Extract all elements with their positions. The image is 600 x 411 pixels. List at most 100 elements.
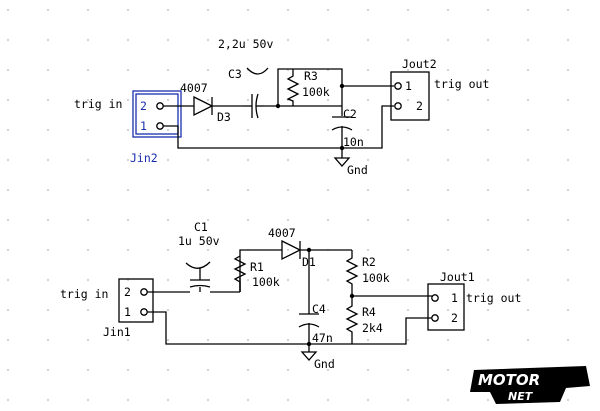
grid-dot <box>7 9 9 11</box>
grid-dot <box>407 99 409 101</box>
grid-dot <box>327 369 329 371</box>
grid-dot <box>327 339 329 341</box>
grid-dot <box>167 9 169 11</box>
grid-dot <box>327 189 329 191</box>
circuit-bottom: 2 1 Jin1 trig in C1 1u 50v <box>60 220 521 371</box>
resistor-r1: R1 100k <box>233 255 280 292</box>
r2-value-label: 100k <box>362 271 390 285</box>
grid-dot <box>367 9 369 11</box>
grid-dot <box>127 189 129 191</box>
jout2-signal-label: trig out <box>434 77 489 91</box>
grid-dot <box>167 219 169 221</box>
grid-dot <box>247 219 249 221</box>
grid-dot <box>567 189 569 191</box>
grid-dot <box>127 39 129 41</box>
grid-dot <box>127 159 129 161</box>
jout1-signal-label: trig out <box>466 291 521 305</box>
grid-dot <box>87 9 89 11</box>
grid-dot <box>207 99 209 101</box>
grid-dot <box>127 339 129 341</box>
grid-dot <box>407 249 409 251</box>
grid-dot <box>487 69 489 71</box>
grid-dot <box>567 9 569 11</box>
r1-ref-label: R1 <box>250 260 264 274</box>
grid-dot <box>407 399 409 401</box>
diode-d1: 4007 D1 <box>268 226 316 269</box>
grid-dot <box>487 39 489 41</box>
grid-dot <box>487 129 489 131</box>
jout1-body <box>427 283 465 331</box>
resistor-r2: R2 100k <box>345 250 390 288</box>
gnd-top-label: Gnd <box>347 163 368 177</box>
grid-dot <box>247 159 249 161</box>
resistor-r3: R3 100k <box>286 69 330 106</box>
grid-dot <box>327 399 329 401</box>
ground-top: Gnd <box>333 148 368 177</box>
grid-dot <box>567 309 569 311</box>
resistor-r4: R4 2k4 <box>345 302 383 335</box>
grid-dot <box>207 369 209 371</box>
grid-dot <box>87 369 89 371</box>
grid-dot <box>47 339 49 341</box>
grid-dot <box>447 279 449 281</box>
junction-dot <box>306 247 312 253</box>
grid-dot <box>207 39 209 41</box>
grid-dot <box>127 9 129 11</box>
grid-dot <box>87 309 89 311</box>
grid-dot <box>207 309 209 311</box>
jin2-signal-label: trig in <box>74 97 122 111</box>
grid-dot <box>447 249 449 251</box>
logo-background <box>470 366 590 404</box>
jout1-pin-top-label: 1 <box>451 291 458 305</box>
grid-dot <box>167 369 169 371</box>
grid-dot <box>367 219 369 221</box>
motornet-logo: MOTOR NET <box>470 366 590 404</box>
r2-ref-label: R2 <box>362 255 376 269</box>
grid-dot <box>367 369 369 371</box>
grid-dot <box>247 399 249 401</box>
grid-dot <box>167 99 169 101</box>
grid-dot <box>247 279 249 281</box>
grid-dot <box>527 219 529 221</box>
r1-zigzag <box>233 255 247 292</box>
grid-dot <box>87 339 89 341</box>
grid-dot <box>287 39 289 41</box>
d3-part-label: 4007 <box>180 81 208 95</box>
c1-ref-label: C1 <box>194 220 208 234</box>
wires-bottom <box>147 249 432 345</box>
grid-dot <box>367 69 369 71</box>
grid-dot <box>287 279 289 281</box>
grid-dot <box>207 219 209 221</box>
r1-value-label: 100k <box>252 275 280 289</box>
grid-dot <box>87 249 89 251</box>
grid-dot <box>127 249 129 251</box>
r3-value-label: 100k <box>302 85 330 99</box>
grid-dot <box>447 309 449 311</box>
grid-dot <box>87 39 89 41</box>
grid-dot <box>7 159 9 161</box>
jin1-pin2-terminal <box>140 288 148 296</box>
grid-dot <box>247 339 249 341</box>
grid-dot <box>127 309 129 311</box>
grid-dot <box>207 339 209 341</box>
grid-dot <box>527 129 529 131</box>
c2-value-label: 10n <box>343 135 364 149</box>
grid-dot <box>527 189 529 191</box>
grid-dot <box>167 249 169 251</box>
grid-dot <box>407 219 409 221</box>
grid-dot <box>287 369 289 371</box>
grid-dot <box>247 9 249 11</box>
jin2-pin1-terminal <box>156 122 164 130</box>
grid-dot <box>87 99 89 101</box>
diode-d3: 4007 D3 <box>180 81 231 124</box>
grid-dot <box>207 249 209 251</box>
grid-dot <box>447 129 449 131</box>
d1-body <box>281 239 302 261</box>
grid-dot <box>407 339 409 341</box>
grid-dot <box>407 129 409 131</box>
grid-dot <box>47 279 49 281</box>
grid-dot <box>7 309 9 311</box>
grid-dot <box>567 159 569 161</box>
grid-dot <box>207 159 209 161</box>
